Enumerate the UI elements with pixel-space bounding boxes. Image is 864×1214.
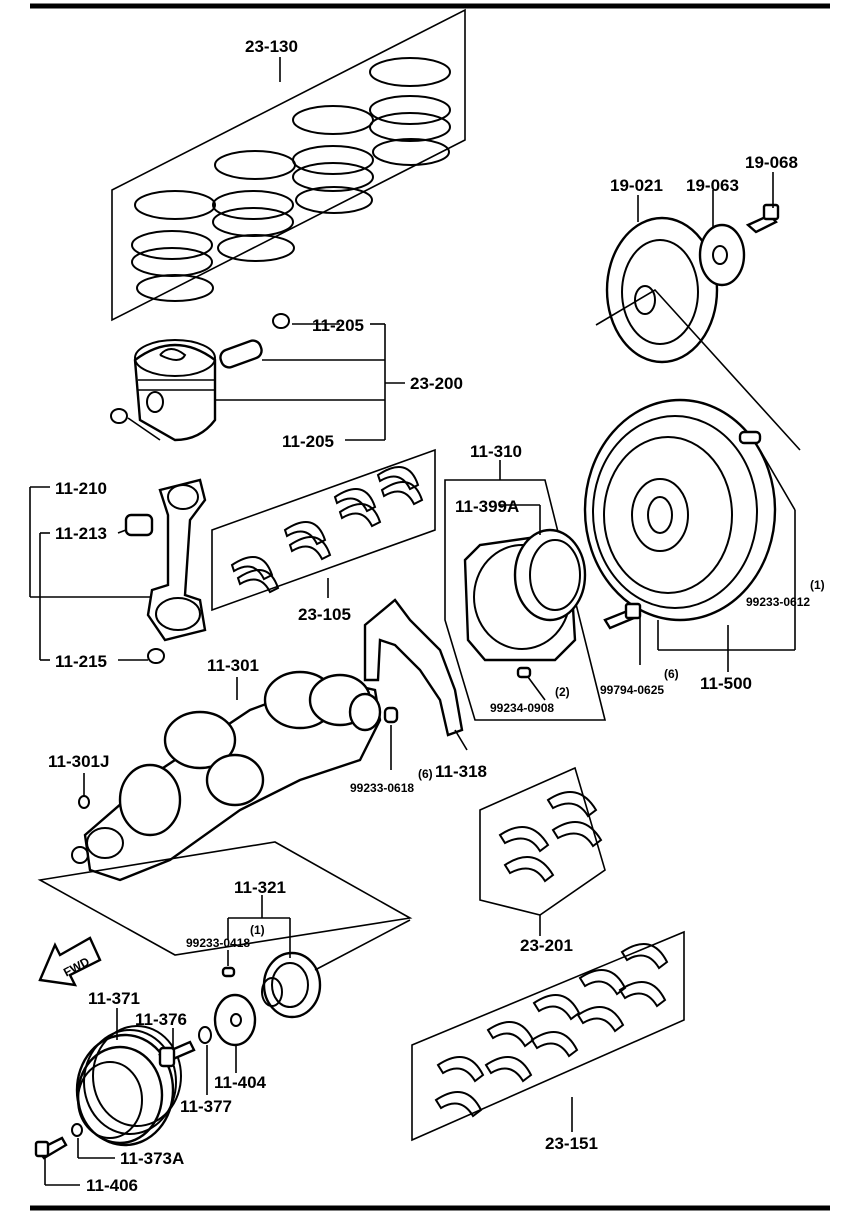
gasket-group: [363, 598, 468, 751]
piston-ring-set-group: [111, 8, 466, 322]
label-con-rod-bushing: 11-213: [55, 524, 107, 543]
label-clip-top: 11-205: [312, 316, 364, 335]
label-flywheel: 11-500: [700, 674, 752, 693]
fwd-arrow-icon: FWD: [38, 936, 102, 987]
label-con-rod: 11-210: [55, 479, 107, 498]
drive-plate-group: [595, 172, 801, 451]
label-pin-9923409080-qty: (2): [555, 685, 570, 699]
label-pulley-plate: 11-404: [214, 1073, 267, 1092]
label-pin-9923409080: 99234-0908: [490, 701, 554, 715]
label-pin-9923306612-qty: (1): [810, 578, 825, 592]
label-oil-seal-housing: 11-310: [470, 442, 522, 461]
con-rod-bearing-group: [211, 448, 436, 612]
timing-pulley-group: [221, 895, 411, 1019]
label-gasket: 11-318: [435, 762, 487, 781]
label-piston-pin-set: 23-200: [410, 374, 463, 393]
label-rear-oil-seal: 11-399A: [455, 497, 519, 516]
label-crankshaft: 11-301: [207, 656, 259, 675]
label-pin-9923306612: 99233-0612: [746, 595, 810, 609]
main-bearing-set-group: [411, 930, 685, 1142]
label-bolt-9979406625: 99794-0625: [600, 683, 664, 697]
label-clip-bottom: 11-205: [282, 432, 334, 451]
crankshaft-group: [37, 670, 413, 956]
label-pin-9923304180-qty: (1): [250, 923, 265, 937]
label-main-bearing-set: 23-151: [545, 1134, 598, 1153]
label-timing-pulley: 11-321: [234, 878, 286, 897]
label-con-rod-bearing-set: 23-105: [298, 605, 351, 624]
crank-pulley-group: [34, 993, 257, 1186]
label-crankshaft-key: 11-301J: [48, 752, 109, 771]
label-main-bearing-thrust: 23-201: [520, 936, 573, 955]
label-pulley-bolt: 11-376: [135, 1010, 187, 1029]
oil-seal-housing-group: [444, 460, 607, 721]
label-pin-9923306180-qty: (6): [418, 767, 433, 781]
label-bolt: 11-406: [86, 1176, 138, 1195]
label-backing-plate: 19-063: [686, 176, 739, 195]
label-rod-bolt-nut: 11-215: [55, 652, 107, 671]
label-piston-ring-set: 23-130: [245, 37, 298, 56]
label-pulley-bolt-2: 11-373A: [120, 1149, 184, 1168]
piston-group: [110, 313, 405, 442]
label-bolt-9979406625-qty: (6): [664, 667, 679, 681]
label-drive-plate-bolt: 19-068: [745, 153, 798, 172]
label-drive-plate: 19-021: [610, 176, 663, 195]
connecting-rod-group: [29, 478, 207, 664]
label-washer: 11-377: [180, 1097, 232, 1116]
main-bearing-thrust-group: [479, 766, 606, 936]
label-crank-pulley: 11-371: [88, 989, 140, 1008]
flywheel-group: [583, 398, 796, 672]
label-pin-9923304180: 99233-0418: [186, 936, 250, 950]
label-pin-9923306180: 99233-0618: [350, 781, 414, 795]
